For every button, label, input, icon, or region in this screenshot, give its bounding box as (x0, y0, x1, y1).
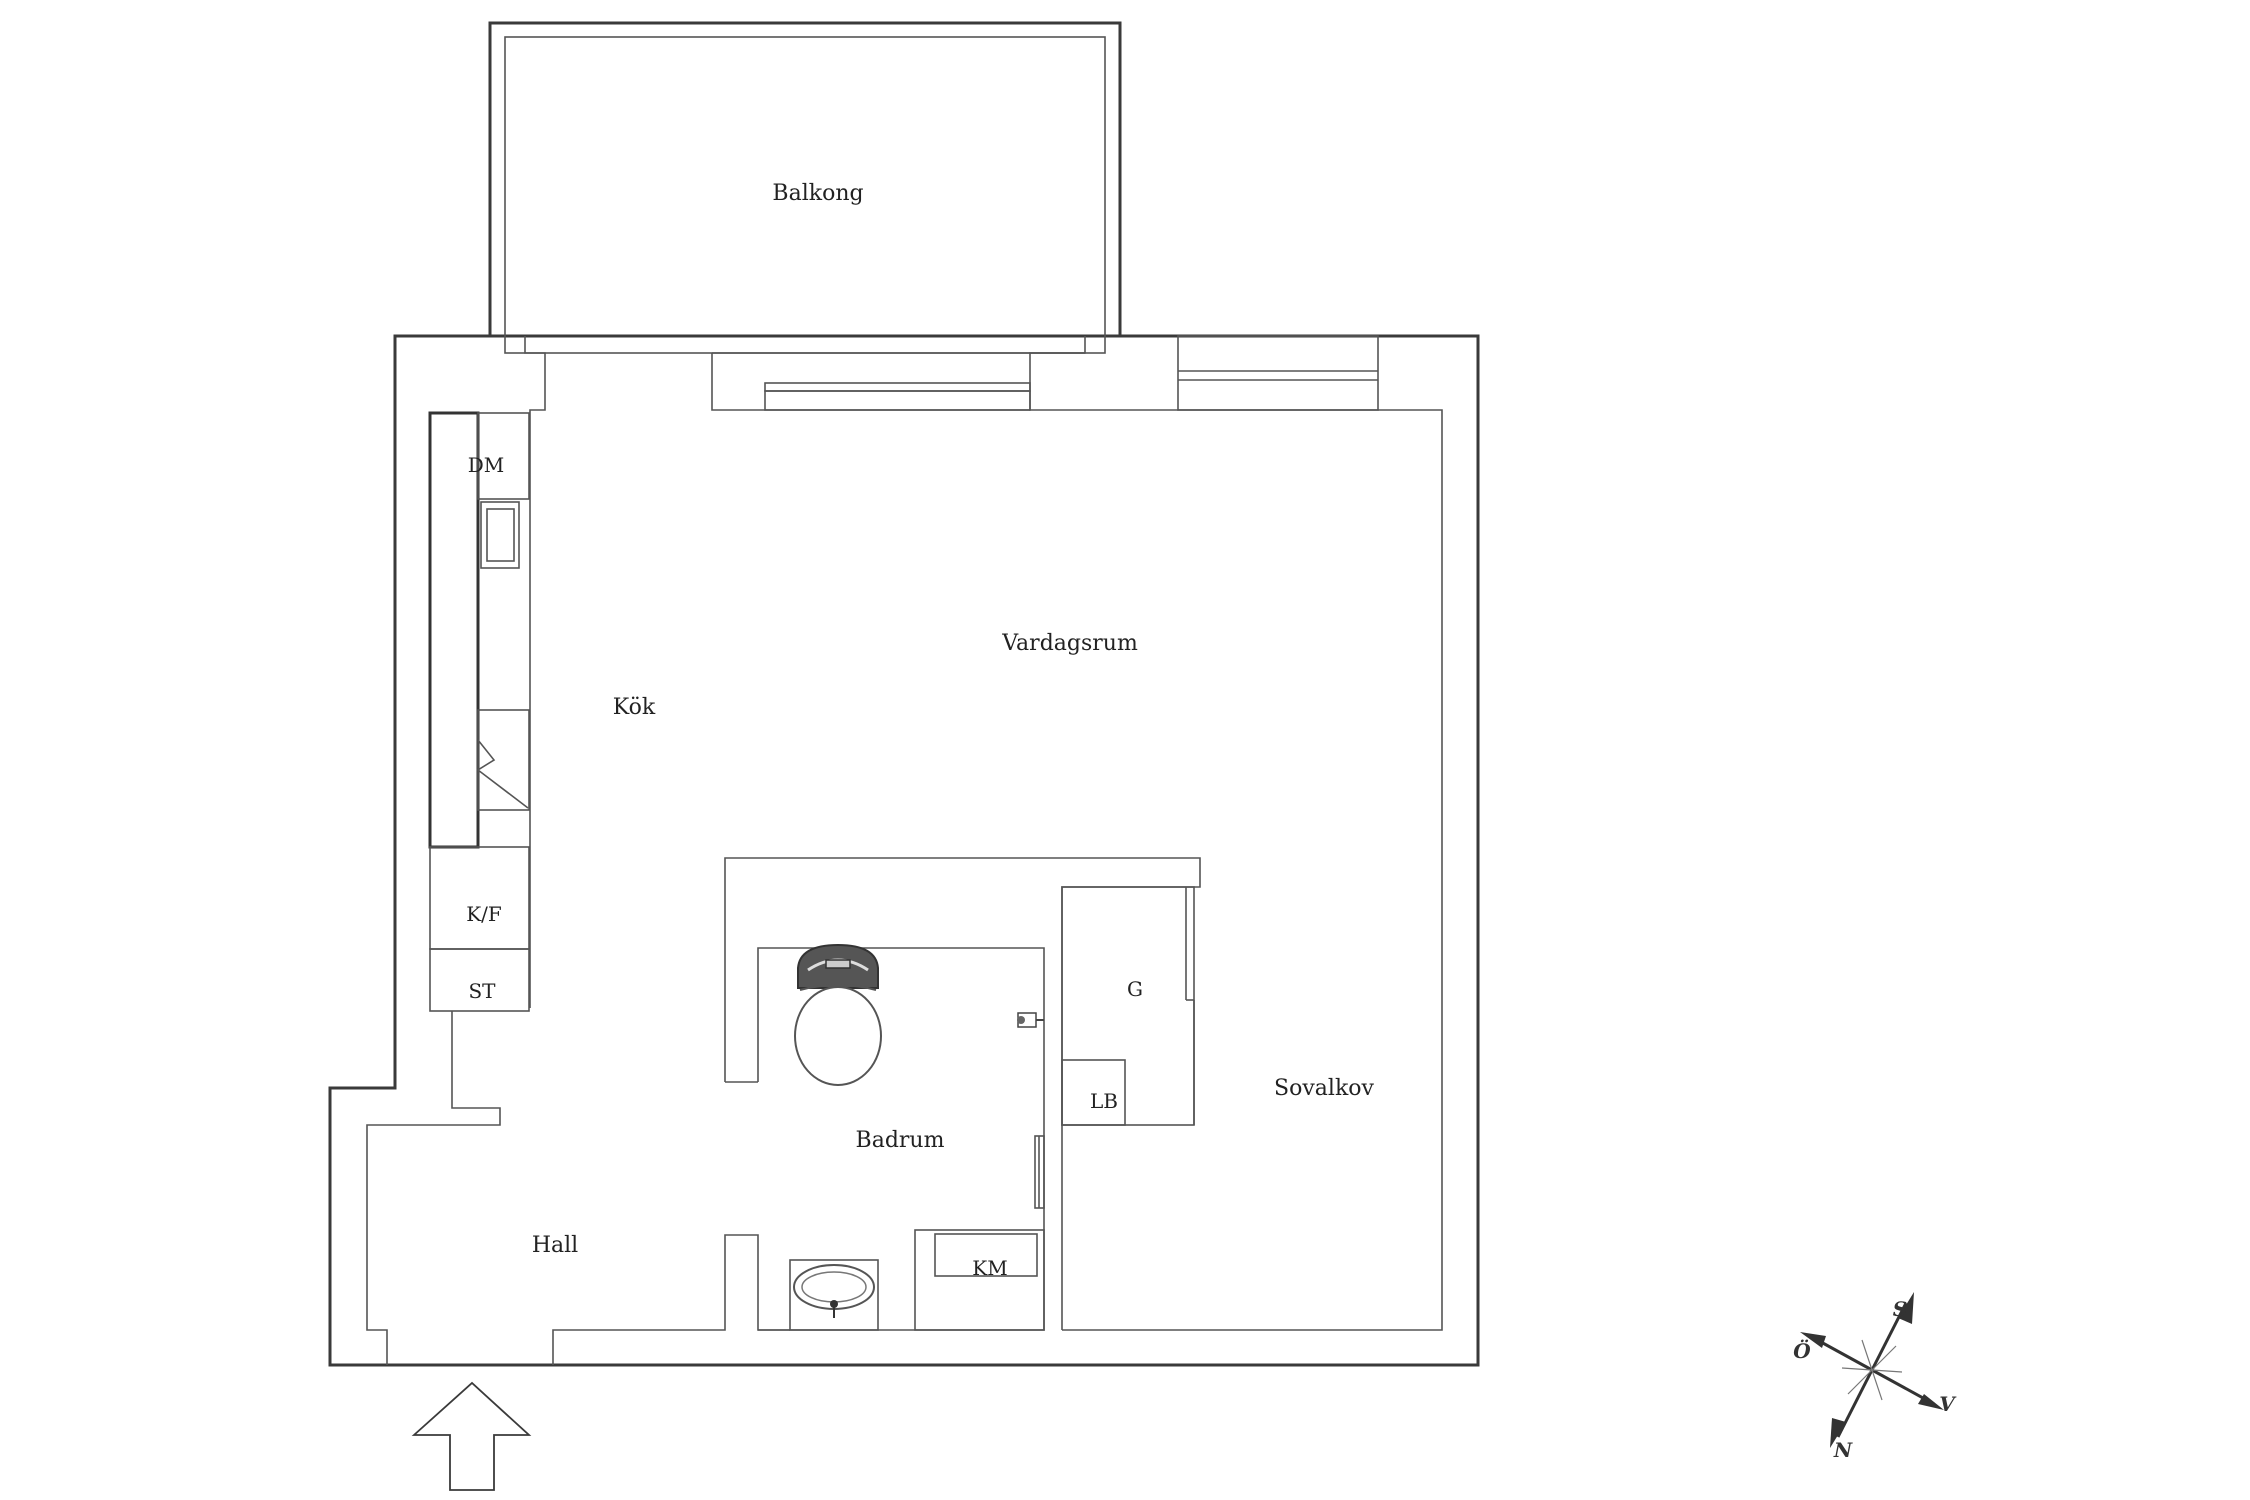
paper-holder-icon (1017, 1012, 1044, 1028)
hall-walls (366, 1011, 790, 1365)
room-label-hall: Hall (532, 1233, 578, 1258)
room-label-kitchen: Kök (613, 695, 656, 720)
outer-walls (328, 334, 1480, 1367)
compass-label-east: Ö (1793, 1338, 1811, 1363)
entrance-arrow-icon (411, 1381, 532, 1491)
fixture-label-wardrobe: G (1127, 977, 1143, 1001)
room-label-bathroom: Badrum (856, 1128, 945, 1153)
kitchen-counter (428, 411, 530, 1012)
room-label-bedroom-alcove: Sovalkov (1274, 1076, 1374, 1101)
compass-label-west: V (1939, 1392, 1957, 1416)
fixture-label-fridge-freezer: K/F (466, 902, 502, 926)
compass-icon (1800, 1292, 1944, 1448)
fixture-label-linen: LB (1090, 1089, 1118, 1113)
compass-label-north: N (1833, 1438, 1853, 1462)
wardrobe-block (1061, 886, 1195, 1126)
toilet-icon (794, 943, 882, 1086)
fixture-label-washing-machine: KM (972, 1256, 1007, 1280)
sink-icon (789, 1259, 879, 1331)
bathroom-walls (724, 857, 1201, 1331)
washing-machine (914, 1229, 1045, 1331)
fixture-label-dishwasher: DM (468, 453, 505, 477)
room-label-living: Vardagsrum (1001, 631, 1138, 656)
room-label-balcony: Balkong (772, 181, 863, 206)
fixture-label-storage: ST (468, 979, 496, 1003)
compass-label-south: S (1893, 1297, 1907, 1321)
